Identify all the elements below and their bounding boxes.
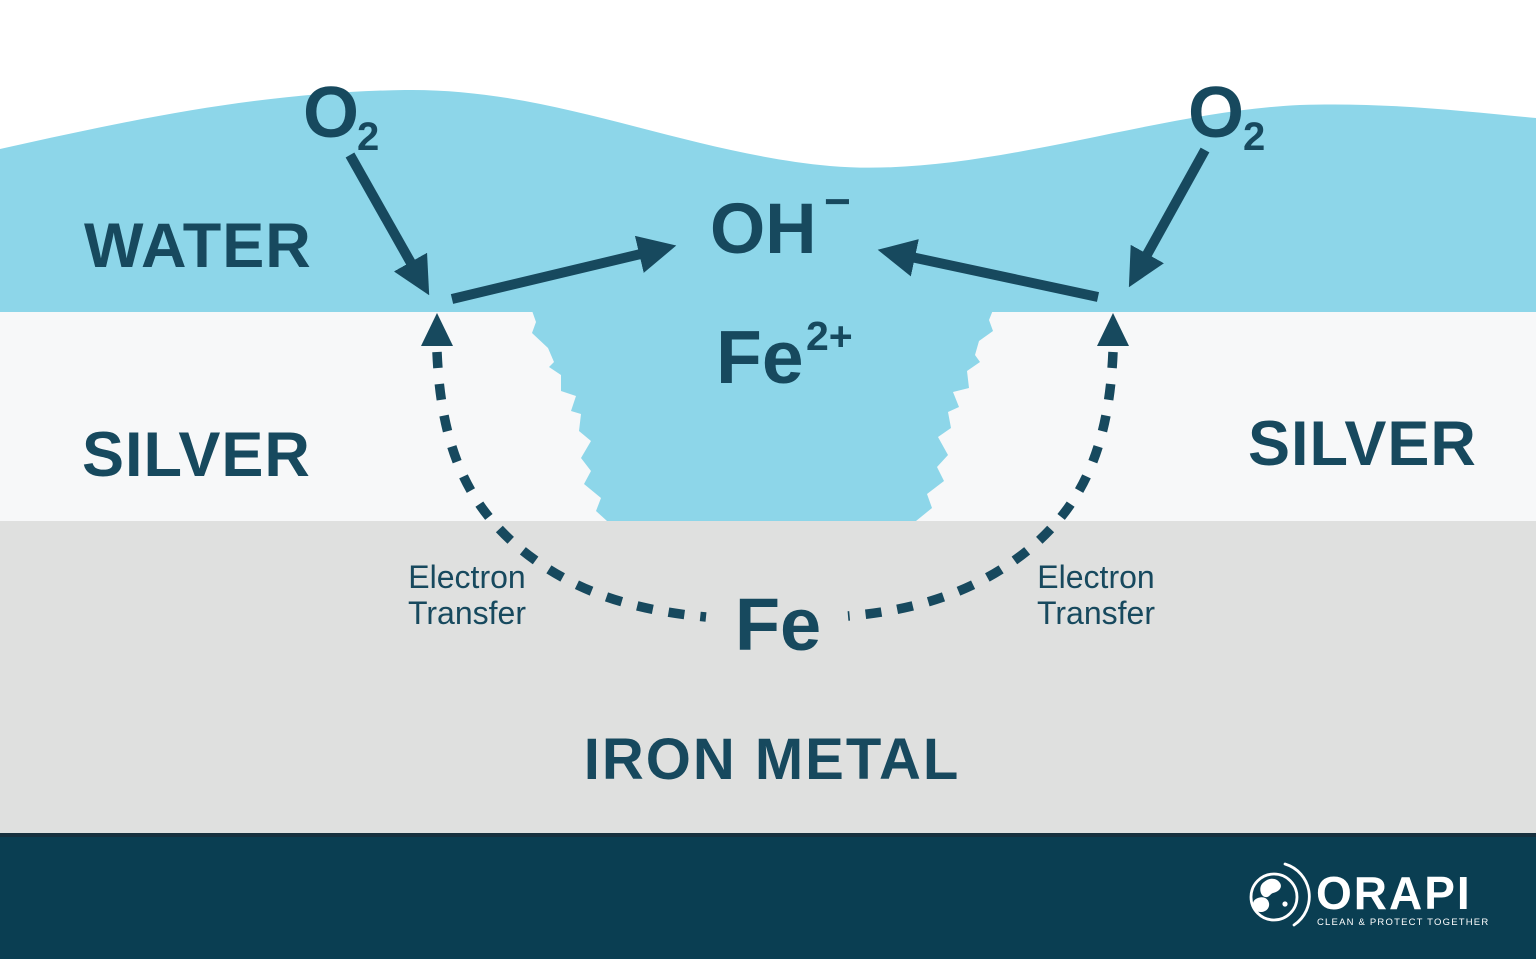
- o2-arrow-left-icon: [345, 152, 430, 296]
- brand-tagline: CLEAN & PROTECT TOGETHER: [1317, 917, 1489, 928]
- orapi-logo: ORAPI CLEAN & PROTECT TOGETHER: [1249, 862, 1489, 928]
- hydroxide-charge: −: [824, 175, 851, 227]
- electron-arrow-right-icon: [1097, 313, 1129, 346]
- electron-transfer-label-left-line1: Electron: [408, 559, 525, 595]
- water-label: WATER: [84, 211, 312, 281]
- iron-layer: [0, 521, 1536, 833]
- orbit-arc-icon: [1283, 862, 1311, 927]
- silver-label-left: SILVER: [82, 420, 311, 490]
- ferrous-label: Fe: [716, 315, 804, 399]
- brand-name: ORAPI: [1316, 867, 1472, 919]
- silver-label-right: SILVER: [1248, 409, 1477, 479]
- globe-icon: [1249, 872, 1299, 922]
- o2-label-right: O: [1188, 73, 1244, 153]
- electron-arc-right: [847, 351, 1118, 621]
- iron-metal-label: IRON METAL: [584, 727, 961, 792]
- electron-transfer-label-right-line1: Electron: [1037, 559, 1154, 595]
- o2-arrow-right-icon: [1128, 147, 1210, 288]
- electron-transfer-label-right-line2: Transfer: [1037, 595, 1155, 631]
- iron-atom-label: Fe: [735, 583, 821, 666]
- o2-label-left-subscript: 2: [357, 115, 379, 159]
- oh-arrow-right-icon: [877, 239, 1100, 302]
- o2-label-right-subscript: 2: [1243, 115, 1265, 159]
- oh-arrow-left-icon: [450, 235, 677, 304]
- footer-divider: [0, 833, 1536, 837]
- electron-transfer-label-left-line2: Transfer: [408, 595, 526, 631]
- o2-label-left: O: [303, 73, 359, 153]
- footer-bar: [0, 833, 1536, 959]
- ferrous-charge: 2+: [806, 313, 853, 359]
- hydroxide-label: OH: [710, 190, 817, 269]
- electron-arc-left: [432, 351, 707, 622]
- corrosion-pit: [530, 305, 995, 521]
- electron-arrow-left-icon: [421, 313, 453, 346]
